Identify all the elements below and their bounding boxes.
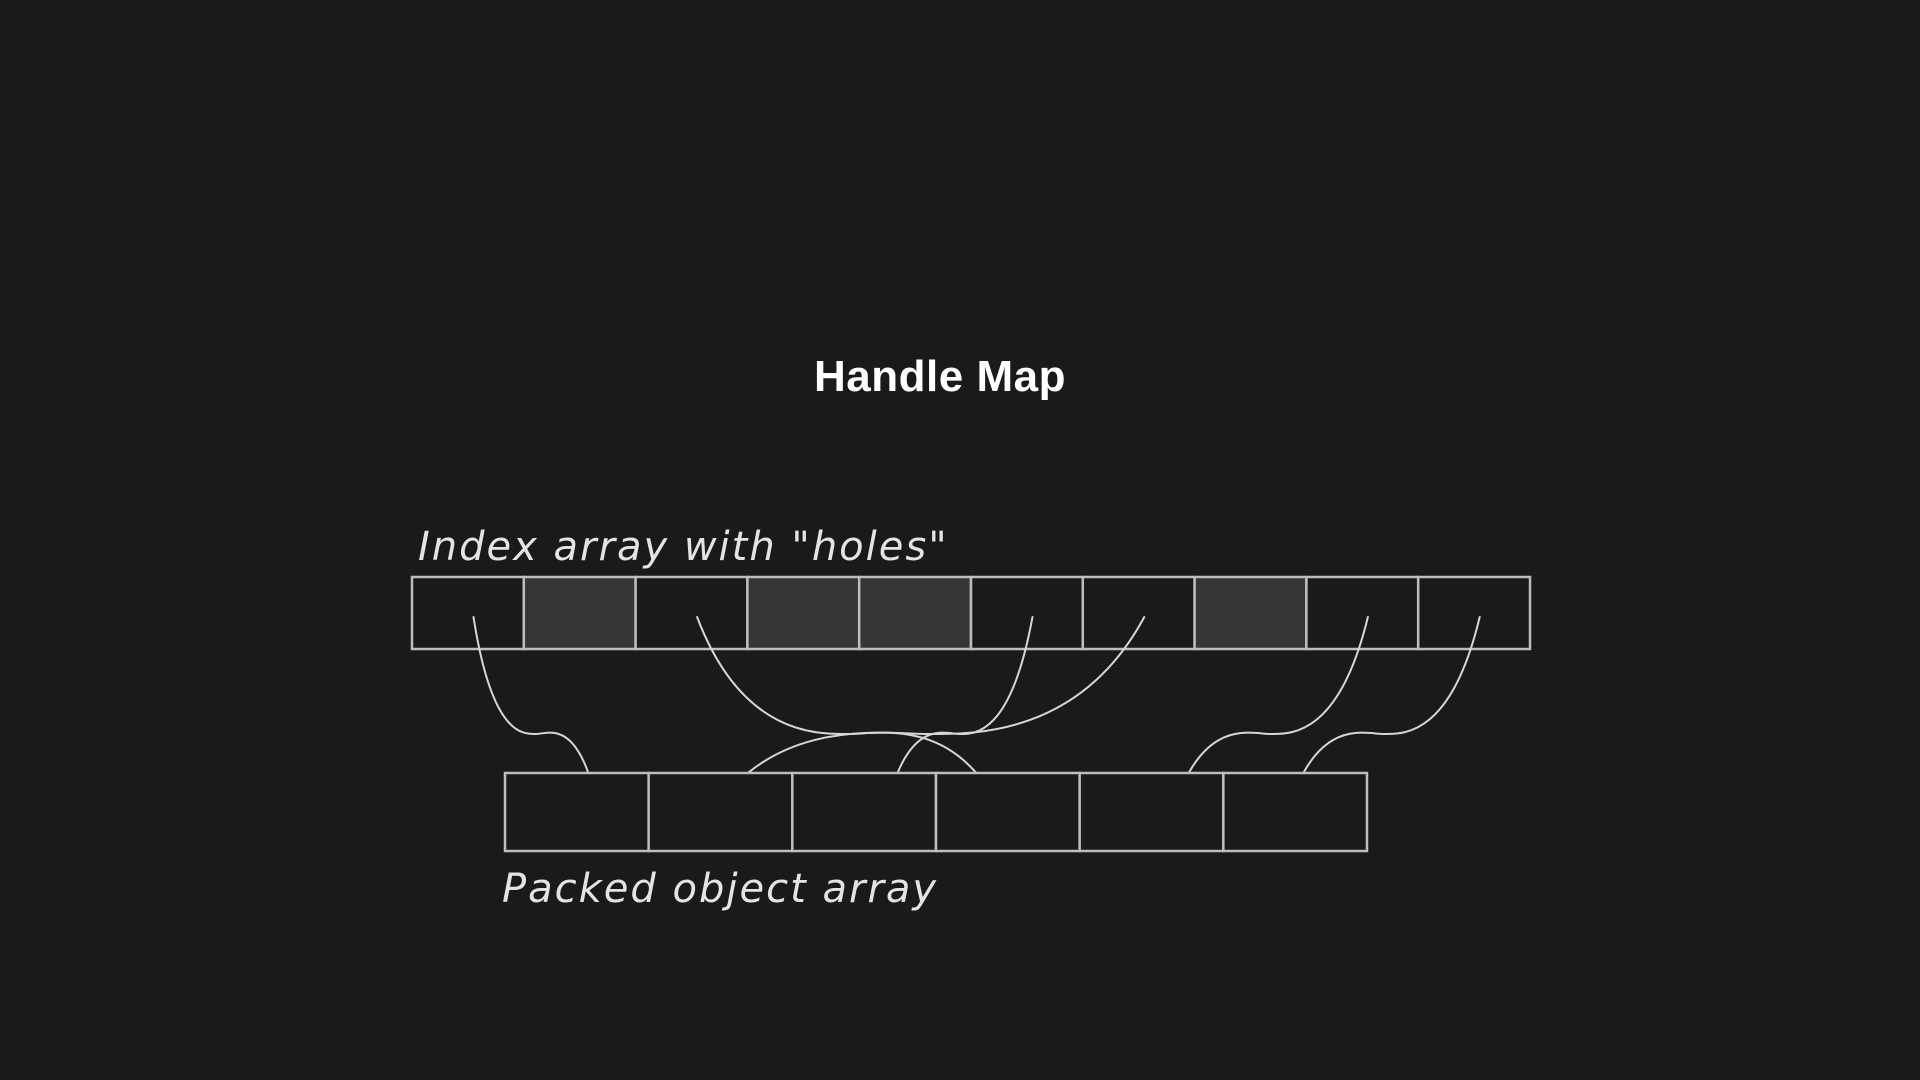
- packed-object-array: [503, 771, 1369, 853]
- index-cell: [969, 575, 1085, 651]
- index-array: [410, 575, 1532, 651]
- index-cell-hole: [522, 575, 637, 651]
- mapping-arrows: [472, 616, 1481, 814]
- mapping-arrow: [472, 616, 604, 814]
- mapping-arrow: [1284, 616, 1481, 814]
- mapping-arrow: [711, 616, 1146, 814]
- packed-array-label: Packed object array: [502, 866, 938, 912]
- index-cell: [1081, 575, 1196, 651]
- packed-cell: [1078, 771, 1225, 853]
- packed-cell: [1222, 771, 1369, 853]
- packed-cell: [647, 771, 794, 853]
- index-cell-hole: [1193, 575, 1308, 651]
- index-cell-hole: [857, 575, 973, 651]
- index-cell: [410, 575, 526, 651]
- index-cell: [634, 575, 749, 651]
- index-array-label: Index array with "holes": [418, 524, 949, 570]
- index-cell-hole: [746, 575, 861, 651]
- slide-title: Handle Map: [814, 352, 1066, 401]
- packed-cell: [934, 771, 1081, 853]
- packed-cell: [791, 771, 938, 853]
- mapping-arrow: [1169, 616, 1369, 814]
- packed-cell: [503, 771, 650, 853]
